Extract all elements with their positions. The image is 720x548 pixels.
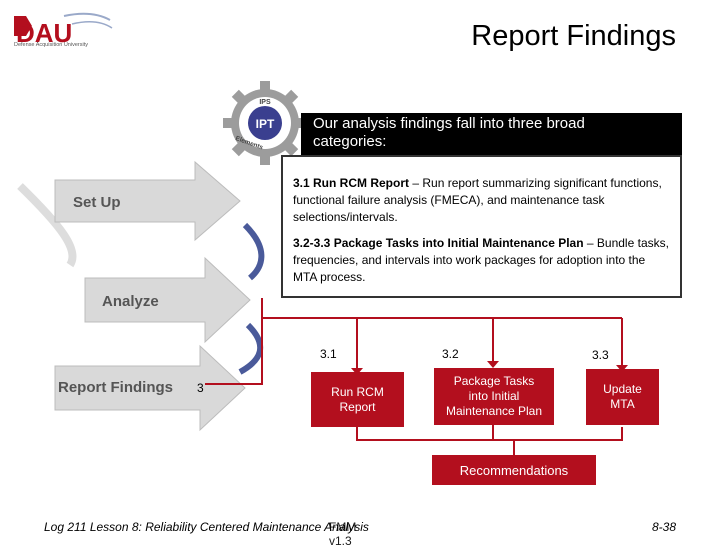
task-package-tasks: Package Tasks into Initial Maintenance P…	[434, 368, 554, 425]
logo-subtext: Defense Acquisition University	[14, 42, 88, 48]
report-findings-arrow-label: Report Findings	[58, 379, 173, 396]
step-number-3-1: 3.1	[320, 347, 337, 361]
intro-line-1: Our analysis findings fall into three br…	[313, 115, 585, 132]
findings-detail-box: 3.1 Run RCM Report – Run report summariz…	[281, 155, 682, 298]
footer-page-number: 8-38	[652, 520, 677, 534]
page-title: Report Findings	[471, 20, 676, 52]
analyze-arrow-label: Analyze	[102, 293, 159, 310]
dau-logo: DAU	[14, 12, 113, 48]
logo-wordmark: DAU	[16, 18, 72, 48]
step-number-3-3: 3.3	[592, 348, 609, 362]
process-arrows: Set Up Analyze Report Findings	[17, 160, 265, 432]
report-findings-arrow	[54, 344, 246, 432]
setup-arrow	[54, 160, 241, 242]
recommendations-box: Recommendations	[432, 455, 596, 485]
step-indicator-number: 3	[197, 381, 204, 395]
setup-arrow-label: Set Up	[73, 194, 121, 211]
intro-line-2: categories:	[313, 133, 387, 150]
ips-gear-icon: IPS IPT Elements	[223, 81, 307, 165]
gear-top-label: IPS	[259, 99, 271, 106]
task-run-rcm-report: Run RCM Report	[311, 372, 404, 427]
intro-banner: Our analysis findings fall into three br…	[301, 113, 682, 155]
task-update-mta: Update MTA	[586, 369, 659, 425]
footer-version: FMM v1.3	[329, 520, 357, 548]
footer-course-title: Log 211 Lesson 8: Reliability Centered M…	[44, 520, 369, 548]
detail-item-3-2-3-3: 3.2-3.3 Package Tasks into Initial Maint…	[293, 236, 669, 284]
detail-item-3-1: 3.1 Run RCM Report – Run report summariz…	[293, 176, 662, 224]
gear-center-label: IPT	[256, 117, 275, 131]
step-number-3-2: 3.2	[442, 347, 459, 361]
